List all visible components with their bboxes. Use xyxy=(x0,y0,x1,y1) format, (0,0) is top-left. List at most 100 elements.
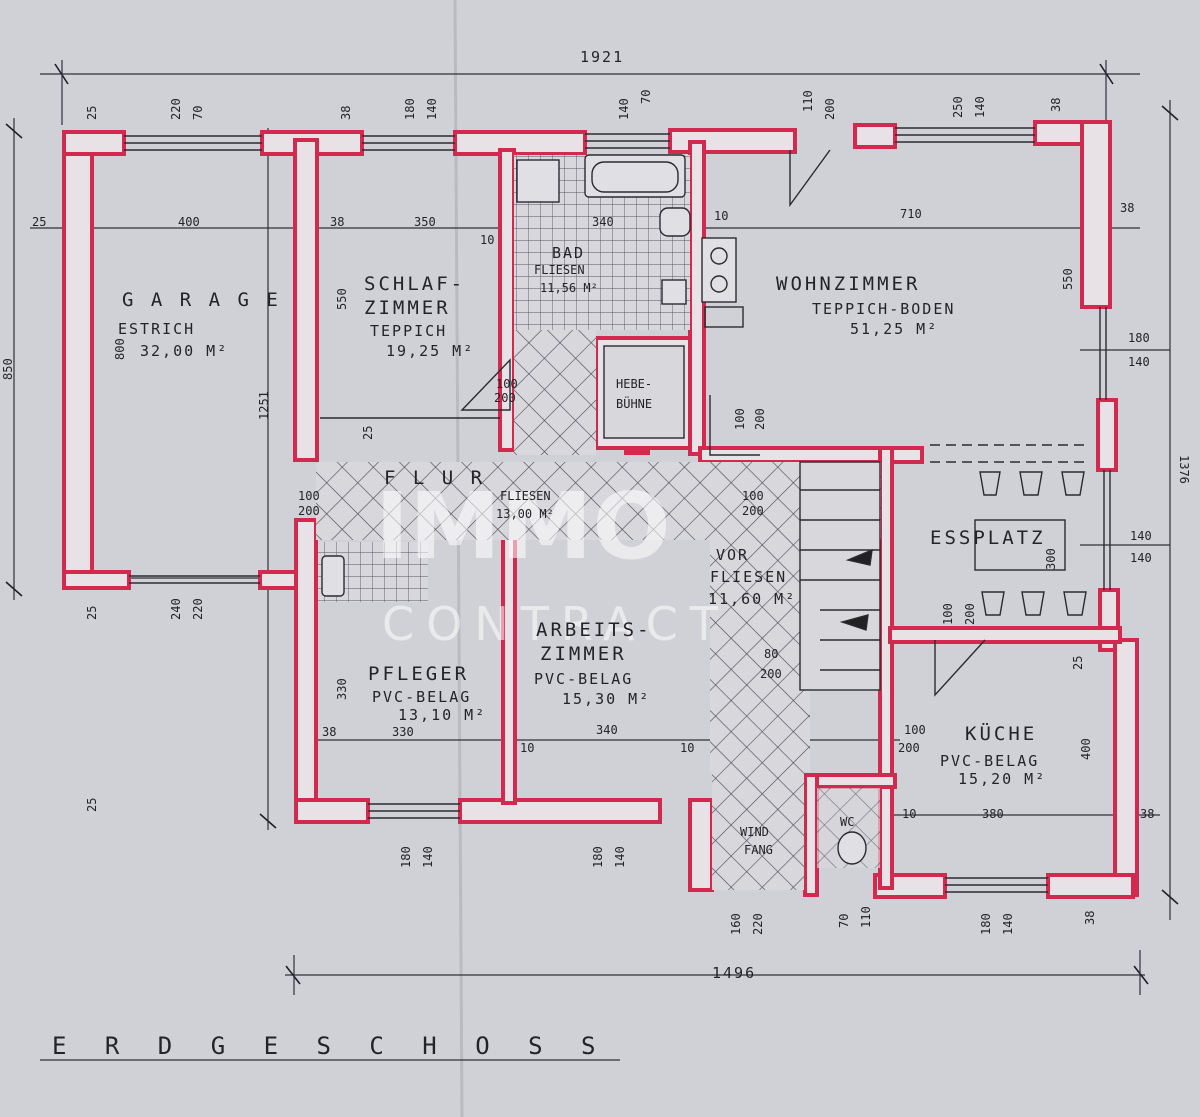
dim-label: 140 xyxy=(617,98,631,120)
arbeits-name-2: ZIMMER xyxy=(540,643,627,665)
dim-label: 25 xyxy=(1071,656,1085,670)
dim-label: 800 xyxy=(113,338,127,360)
hebe-name-2: BÜHNE xyxy=(616,395,652,411)
dim-top: 1921 xyxy=(580,48,624,66)
vor-name: VOR xyxy=(716,546,749,564)
dim-label: 140 xyxy=(421,846,435,868)
dim-label: 140 xyxy=(1130,551,1152,565)
dim-label: 200 xyxy=(753,408,767,430)
pfleger-floor: PVC-BELAG xyxy=(372,688,471,706)
dim-label: 710 xyxy=(900,207,922,221)
room-labels: G A R A G E ESTRICH 32,00 M² SCHLAF- ZIM… xyxy=(118,244,1046,857)
dim-label: 140 xyxy=(1130,529,1152,543)
dim-label: 140 xyxy=(613,846,627,868)
bad-name: BAD xyxy=(552,244,585,262)
dim-label: 340 xyxy=(592,215,614,229)
plan-title-block: E R D G E S C H O S S xyxy=(40,1032,620,1061)
dim-label: 330 xyxy=(335,678,349,700)
dim-label: 380 xyxy=(982,807,1004,821)
dim-label: 10 xyxy=(480,233,494,247)
detail-dimensions: 25 220 70 38 180 140 140 70 110 200 250 … xyxy=(32,90,1154,935)
dim-label: 300 xyxy=(1044,548,1058,570)
dim-label: 250 xyxy=(951,96,965,118)
dim-label: 200 xyxy=(742,504,764,518)
dim-label: 200 xyxy=(823,98,837,120)
overall-dimensions: 1921 1496 850 1251 1376 xyxy=(1,48,1191,982)
dim-label: 200 xyxy=(963,603,977,625)
dim-label: 110 xyxy=(801,90,815,112)
dim-label: 110 xyxy=(859,906,873,928)
kueche-area: 15,20 M² xyxy=(958,770,1046,788)
dim-label: 140 xyxy=(1128,355,1150,369)
dim-label: 25 xyxy=(32,215,46,229)
garage-name: G A R A G E xyxy=(122,289,281,311)
plan-title: E R D G E S C H O S S xyxy=(52,1032,607,1060)
dim-label: 350 xyxy=(414,215,436,229)
windows xyxy=(124,127,1111,893)
dim-label: 38 xyxy=(1140,807,1154,821)
watermark-sub: CONTRACT xyxy=(382,597,730,651)
wohn-floor: TEPPICH-BODEN xyxy=(812,300,955,318)
kueche-floor: PVC-BELAG xyxy=(940,752,1039,770)
dim-label: 70 xyxy=(639,90,653,104)
dim-label: 100 xyxy=(298,489,320,503)
dim-label: 38 xyxy=(330,215,344,229)
dim-label: 100 xyxy=(904,723,926,737)
dim-label: 140 xyxy=(1001,913,1015,935)
dim-label: 220 xyxy=(751,913,765,935)
dim-label: 100 xyxy=(742,489,764,503)
dim-left: 850 xyxy=(1,358,15,380)
flur-floor: FLIESEN xyxy=(500,489,551,503)
vor-area: 11,60 M² xyxy=(708,590,796,608)
dim-label: 550 xyxy=(335,288,349,310)
dim-label: 38 xyxy=(339,106,353,120)
dim-label: 38 xyxy=(1120,201,1134,215)
flur-area: 13,00 M² xyxy=(496,507,554,521)
dim-label: 200 xyxy=(898,741,920,755)
dim-label: 140 xyxy=(425,98,439,120)
garage-floor: ESTRICH xyxy=(118,320,195,338)
dim-label: 38 xyxy=(1049,98,1063,112)
schlaf-name-1: SCHLAF- xyxy=(364,273,465,295)
schlaf-area: 19,25 M² xyxy=(386,342,474,360)
arbeits-floor: PVC-BELAG xyxy=(534,670,633,688)
dim-label: 80 xyxy=(764,647,778,661)
watermark-logo: IMMO xyxy=(375,473,671,580)
dim-label: 330 xyxy=(392,725,414,739)
overall-dimension-lines xyxy=(5,60,1179,995)
pfleger-name: PFLEGER xyxy=(368,663,469,685)
wohn-name: WOHNZIMMER xyxy=(776,273,920,295)
dim-label: 140 xyxy=(973,96,987,118)
dim-label: 100 xyxy=(941,603,955,625)
dim-label: 200 xyxy=(760,667,782,681)
wohn-area: 51,25 M² xyxy=(850,320,938,338)
bad-floor: FLIESEN xyxy=(534,263,585,277)
dim-label: 25 xyxy=(85,106,99,120)
dim-label: 10 xyxy=(680,741,694,755)
dim-label: 10 xyxy=(520,741,534,755)
dim-label: 180 xyxy=(399,846,413,868)
dim-label: 160 xyxy=(729,913,743,935)
dim-label: 180 xyxy=(591,846,605,868)
dim-label: 25 xyxy=(361,426,375,440)
dim-label: 180 xyxy=(1128,331,1150,345)
dim-label: 220 xyxy=(191,598,205,620)
dim-label: 400 xyxy=(1079,738,1093,760)
arbeits-area: 15,30 M² xyxy=(562,690,650,708)
dim-label: 70 xyxy=(837,914,851,928)
vor-floor: FLIESEN xyxy=(710,568,787,586)
dim-bottom: 1496 xyxy=(712,964,756,982)
dim-label: 180 xyxy=(979,913,993,935)
schlaf-name-2: ZIMMER xyxy=(364,297,451,319)
wc-name: WC xyxy=(840,815,854,829)
schlaf-floor: TEPPICH xyxy=(370,322,447,340)
dim-label: 10 xyxy=(714,209,728,223)
dim-label: 200 xyxy=(298,504,320,518)
essplatz-name: ESSPLATZ xyxy=(930,527,1046,549)
kueche-name: KÜCHE xyxy=(965,722,1037,745)
dim-label: 100 xyxy=(496,377,518,391)
dim-label: 240 xyxy=(169,598,183,620)
dim-left-inner: 1251 xyxy=(257,391,271,420)
dim-label: 70 xyxy=(191,106,205,120)
